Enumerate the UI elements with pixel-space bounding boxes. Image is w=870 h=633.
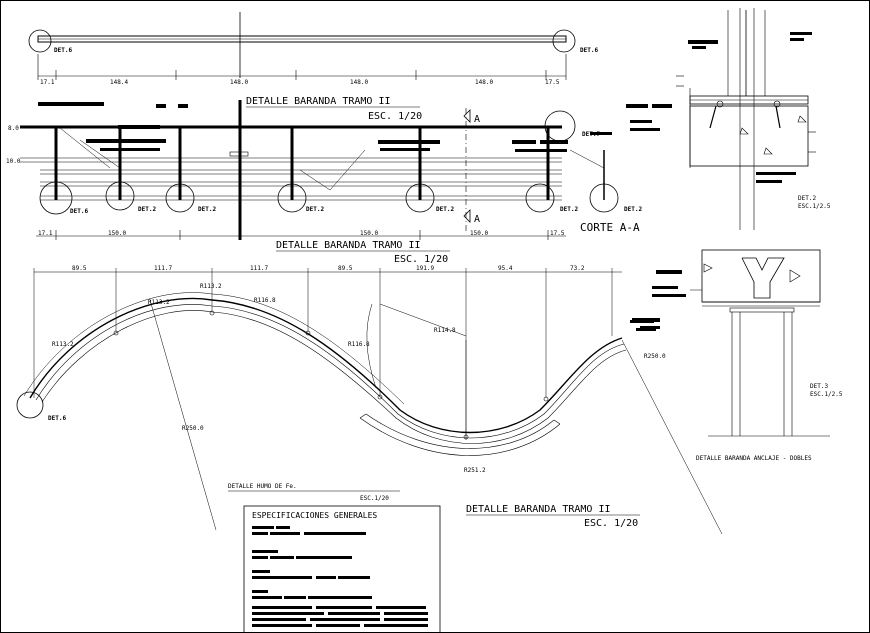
middle-dim-4: 150.0	[470, 230, 488, 237]
plan-radius-9: R250.0	[644, 353, 666, 360]
top-dim-3: 148.0	[230, 79, 248, 86]
top-elevation	[28, 12, 576, 80]
plan-radius-2: R113.2	[148, 299, 170, 306]
top-dim-5: 148.0	[475, 79, 493, 86]
plan-dim-5: 191.9	[416, 265, 434, 272]
plan-radius-1: R113.2	[52, 341, 74, 348]
detail-3-scale: ESC.1/2.5	[810, 391, 843, 398]
middle-level-top: 8.0	[8, 125, 19, 132]
middle-det-post-7: DET.2	[624, 206, 642, 213]
top-dim-2: 148.4	[110, 79, 128, 86]
top-dim-4: 148.0	[350, 79, 368, 86]
plan-radius-7: R250.0	[182, 425, 204, 432]
plan-dim-4: 89.5	[338, 265, 353, 272]
spec-title: ESPECIFICACIONES GENERALES	[252, 511, 377, 520]
top-dim-6: 17.5	[545, 79, 560, 86]
plan-dim-3: 111.7	[250, 265, 268, 272]
top-det-left: DET.6	[54, 47, 72, 54]
plan-title: DETALLE BARANDA TRAMO II	[466, 504, 611, 515]
top-scale: ESC. 1/20	[368, 111, 422, 122]
detail-2-label: DET.2	[798, 195, 816, 202]
redacted-notes-det2	[626, 32, 812, 183]
middle-dim-2: 150.0	[108, 230, 126, 237]
plan-radius-3: R113.2	[200, 283, 222, 290]
middle-dim-3: 150.0	[360, 230, 378, 237]
section-mark-bottom: A	[474, 214, 480, 225]
humo-scale: ESC.1/20	[360, 495, 389, 502]
plan-radius-4: R116.8	[254, 297, 276, 304]
middle-det-post-6: DET.2	[560, 206, 578, 213]
plan-det-label: DET.6	[48, 415, 66, 422]
middle-dim-1: 17.1	[38, 230, 53, 237]
middle-det-post-2: DET.2	[138, 206, 156, 213]
top-det-right: DET.6	[580, 47, 598, 54]
middle-title: DETALLE BARANDA TRAMO II	[276, 240, 421, 251]
detail-3-section	[690, 249, 830, 437]
plan-dim-6: 95.4	[498, 265, 513, 272]
humo-title: DETALLE HUMO DE Fe.	[228, 483, 297, 490]
middle-det-post-3: DET.2	[198, 206, 216, 213]
middle-level-mid: 10.0	[6, 158, 21, 165]
plan-radius-8: R251.2	[464, 467, 486, 474]
top-dim-1: 17.1	[40, 79, 55, 86]
detail-2-scale: ESC.1/2.5	[798, 203, 831, 210]
middle-det-post-1: DET.6	[70, 208, 88, 215]
redacted-spec-lines	[252, 526, 428, 627]
plan-curved-railing	[16, 268, 723, 535]
plan-radius-5: R116.8	[348, 341, 370, 348]
top-title: DETALLE BARANDA TRAMO II	[246, 96, 391, 107]
middle-elevation	[20, 100, 619, 240]
plan-radius-6: R114.8	[434, 327, 456, 334]
middle-scale: ESC. 1/20	[394, 254, 448, 265]
redacted-notes-middle	[38, 102, 612, 152]
plan-dim-1: 89.5	[72, 265, 87, 272]
detail-3-caption: DETALLE BARANDA ANCLAJE - DOBLES	[696, 455, 812, 462]
plan-scale: ESC. 1/20	[584, 518, 638, 529]
middle-det-post-4: DET.2	[306, 206, 324, 213]
middle-det-post-5: DET.2	[436, 206, 454, 213]
spec-box	[243, 505, 441, 633]
section-caption: CORTE A-A	[580, 221, 640, 234]
section-mark-top: A	[474, 114, 480, 125]
detail-3-label: DET.3	[810, 383, 828, 390]
middle-dim-5: 17.5	[550, 230, 565, 237]
redacted-notes-plan	[630, 320, 656, 331]
plan-dim-7: 73.2	[570, 265, 585, 272]
plan-dim-2: 111.7	[154, 265, 172, 272]
detail-2-section	[676, 8, 816, 230]
